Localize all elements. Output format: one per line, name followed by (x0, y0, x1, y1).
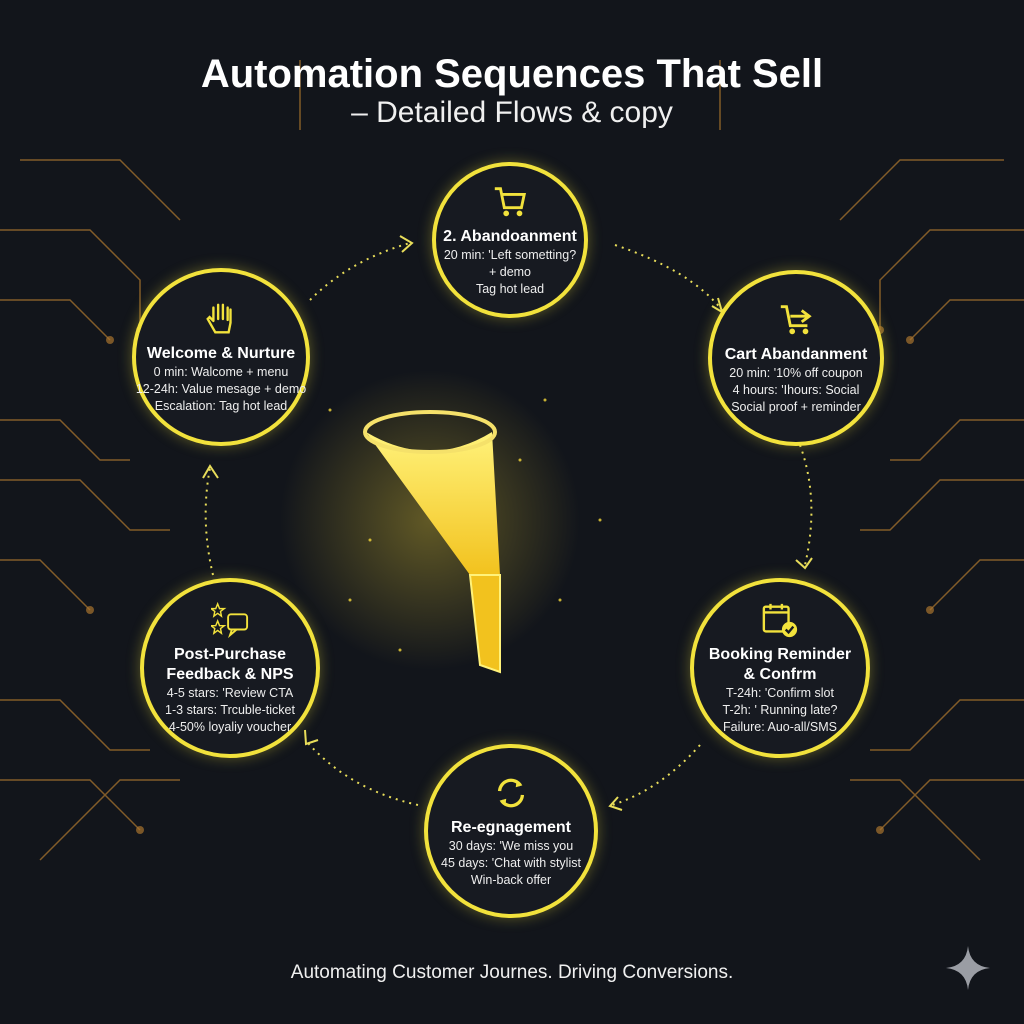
funnel-icon (363, 410, 501, 674)
node-reengagement: Re-egnagement 30 days: 'We miss you 45 d… (424, 744, 598, 918)
shopping-cart-icon (494, 186, 527, 216)
stars-chat-icon (211, 601, 249, 638)
node-feedback: Post-Purchase Feedback & NPS 4-5 stars: … (140, 578, 320, 758)
page-title: Automation Sequences That Sell (200, 52, 824, 96)
flow-arrows (204, 242, 813, 806)
refresh-icon (497, 778, 525, 807)
cart-arrow-icon (780, 304, 812, 334)
node-welcome: Welcome & Nurture 0 min: Walcome + menu … (132, 268, 310, 446)
node-abandonment: 2. Abandoanment 20 min: 'Left sometting?… (432, 162, 588, 318)
node-booking: Booking Reminder & Confrm T-24h: 'Confir… (690, 578, 870, 758)
footer-tagline: Automating Customer Journes. Driving Con… (290, 962, 734, 983)
node-cart-abandonment: Cart Abandanment 20 min: '10% off coupon… (708, 270, 884, 446)
hand-icon (206, 303, 232, 333)
calendar-check-icon (762, 603, 798, 637)
page-subtitle: – Detailed Flows & copy (351, 96, 673, 129)
sparkle-icon (946, 946, 990, 990)
